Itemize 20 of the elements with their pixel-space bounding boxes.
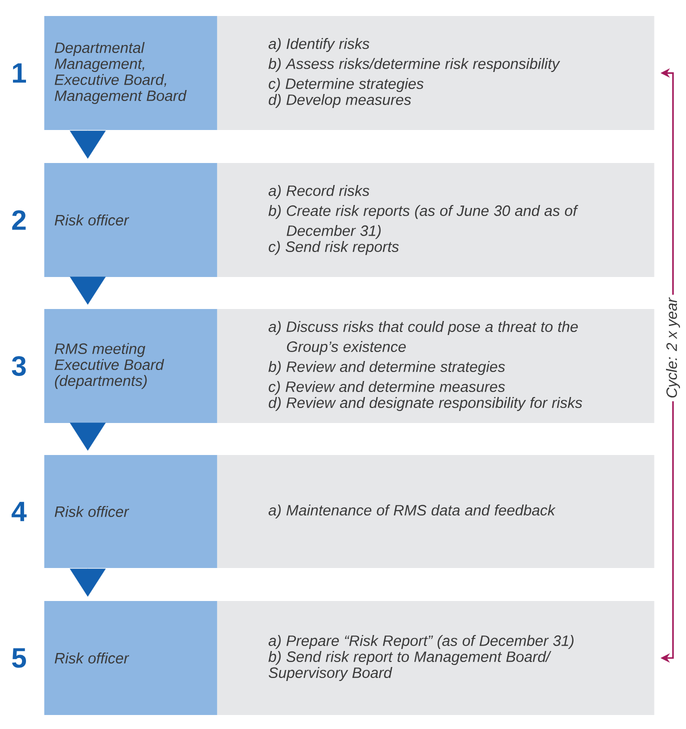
flow-arrow: [70, 130, 106, 159]
task-box: a) Maintenance of RMS data and feedback: [217, 455, 654, 568]
role-box: Risk officer: [44, 455, 218, 568]
step-number: 3: [12, 356, 26, 376]
step-number: 4: [12, 502, 27, 522]
step-number: 5: [12, 648, 26, 668]
flow-arrow: [70, 568, 106, 597]
role-box: Risk officer: [44, 601, 218, 715]
task-box: a) Record risks b) Create risk reports (as of June 30 and as of December 31) c) Send risk reports: [217, 163, 654, 277]
task-box: a) Prepare “Risk Report” (as of December 31) b) Send risk report to Management Board/ Supervisory Board: [217, 601, 654, 715]
step-number: 2: [12, 210, 26, 230]
task-box: a) Identify risks b) Assess risks/determine risk responsibility c) Determine strategies d) Develop measures: [217, 16, 654, 130]
cycle-label: Cycle: 2 x year: [666, 297, 680, 398]
task-box: a) Discuss risks that could pose a threat to the Group’s existence b) Review and determine strategies c) Review and determine measures d) Review and designate responsibility for risks: [217, 309, 654, 423]
step-number: 1: [12, 63, 26, 83]
role-box: RMS meeting Executive Board (departments): [44, 309, 218, 423]
flow-arrow: [70, 422, 106, 451]
flow-arrow: [70, 276, 106, 305]
role-box: Departmental Management, Executive Board, Management Board: [44, 16, 218, 130]
role-box: Risk officer: [44, 163, 218, 277]
